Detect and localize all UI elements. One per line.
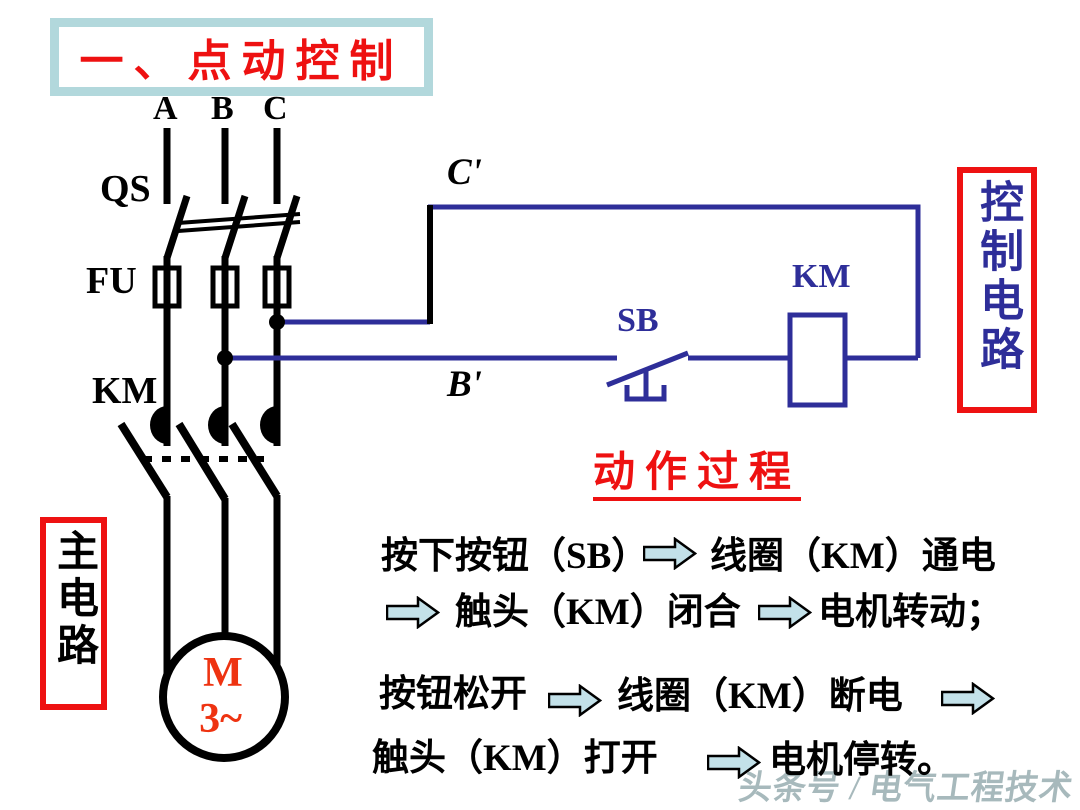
km-main-contacts — [117, 406, 281, 502]
sb-button-symbol — [606, 350, 689, 402]
page-title: 一、点动控制 — [79, 37, 404, 86]
arrow-right-icon — [642, 536, 698, 571]
fu-label: FU — [86, 260, 137, 302]
process-line2-part2: 电机转动； — [818, 592, 1003, 633]
junction-dots — [217, 314, 285, 366]
process-line3-part2: 线圈（KM）断电 — [617, 676, 903, 717]
arrow-right-icon — [385, 595, 441, 630]
arrow-right-icon — [547, 683, 603, 718]
phase-label-c: C — [263, 90, 288, 127]
process-line1-part2: 线圈（KM）通电 — [710, 536, 996, 577]
main-circuit-box: 主电路 — [40, 517, 107, 710]
motor-symbol — [159, 632, 289, 762]
main-circuit-label: 主电路 — [50, 529, 97, 670]
phase-lines — [163, 128, 281, 204]
process-line2-part1: 触头（KM）闭合 — [455, 592, 741, 633]
process-line1-part1: 按下按钮（SB） — [381, 536, 649, 577]
action-process-heading: 动作过程 — [593, 452, 802, 501]
sb-label: SB — [617, 302, 659, 339]
motor-phase: 3~ — [199, 696, 242, 742]
qs-label: QS — [100, 168, 151, 210]
km-coil-symbol — [787, 312, 848, 408]
phase-label-a: A — [153, 90, 178, 127]
motor-feed-lines — [163, 495, 281, 676]
arrow-right-icon — [757, 595, 813, 630]
fuse-symbols — [152, 265, 292, 309]
b-prime-label: B' — [447, 364, 482, 405]
process-line3-part1: 按钮松开 — [379, 674, 527, 715]
qs-switch-symbol — [163, 194, 301, 260]
control-wires — [225, 204, 921, 361]
control-circuit-box: 控制电路 — [957, 167, 1037, 413]
motor-letter: M — [203, 650, 243, 696]
c-prime-label: C' — [447, 152, 482, 193]
arrow-right-icon — [706, 745, 762, 780]
phase-label-b: B — [211, 90, 234, 127]
control-circuit-label: 控制电路 — [973, 179, 1023, 375]
arrow-right-icon — [940, 681, 996, 716]
process-line4-part1: 触头（KM）打开 — [372, 738, 658, 779]
km-main-label: KM — [92, 370, 158, 412]
km-coil-label: KM — [792, 258, 851, 295]
process-line4-part2: 电机停转。 — [769, 740, 954, 781]
title-box: 一、点动控制 — [50, 18, 433, 96]
